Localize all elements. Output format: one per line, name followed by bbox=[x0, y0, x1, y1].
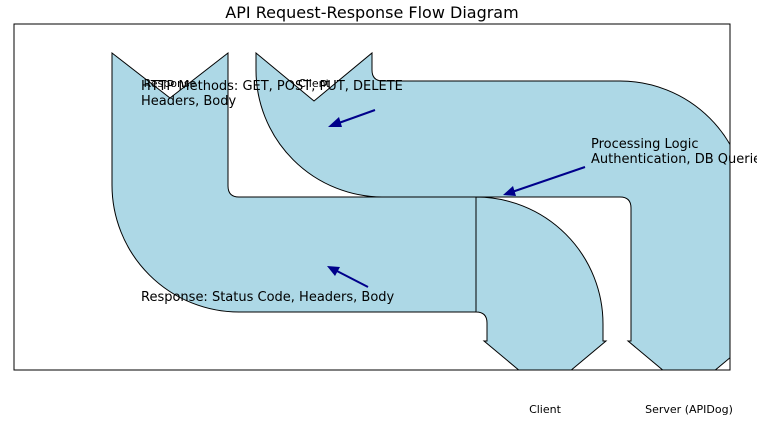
request-parts-annotation: Headers, Body bbox=[141, 94, 236, 109]
processing-title-annotation: Processing Logic bbox=[591, 137, 699, 152]
response-outlet-band bbox=[475, 196, 608, 370]
response-node-tag: Response bbox=[144, 77, 197, 90]
plot-frame bbox=[13, 23, 731, 371]
response-flow-band bbox=[111, 51, 477, 313]
request-arrow-head bbox=[328, 117, 342, 127]
response-detail-annotation: Response: Status Code, Headers, Body bbox=[141, 290, 395, 305]
request-flow-band bbox=[255, 51, 730, 370]
processing-arrow-head bbox=[503, 186, 516, 196]
bottom-client-label: Client bbox=[529, 403, 562, 416]
sankey-flows bbox=[111, 51, 730, 370]
client-node-tag: Client bbox=[298, 77, 331, 90]
processing-arrow-shaft bbox=[511, 166, 586, 193]
diagram-title: API Request-Response Flow Diagram bbox=[225, 3, 518, 22]
response-arrow-head bbox=[327, 266, 340, 276]
request-methods-annotation: HTTP Methods: GET, POST, PUT, DELETE bbox=[141, 79, 403, 94]
response-arrow-shaft bbox=[334, 269, 369, 288]
processing-detail-annotation: Authentication, DB Queries bbox=[591, 152, 757, 167]
bottom-server-label: Server (APIDog) bbox=[645, 403, 733, 416]
request-arrow-shaft bbox=[335, 109, 376, 125]
annotation-arrows bbox=[327, 109, 586, 288]
